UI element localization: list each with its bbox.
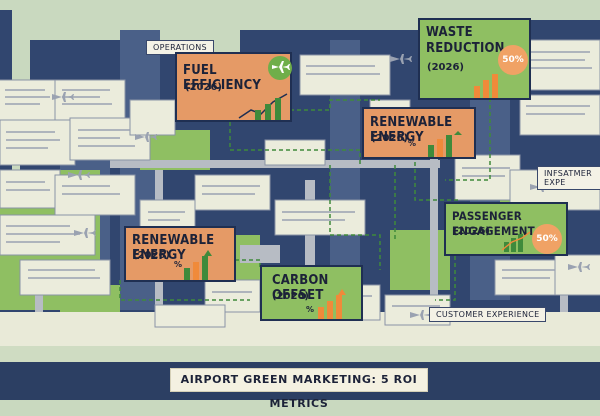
tag-customer-experience: CUSTOMER EXPERIENCE [429,307,547,322]
percent-mark: % [306,305,315,314]
airplane-icon [268,56,292,80]
percent-mark: % [408,139,417,148]
card-renewable-energy-top: RENEWABLE ENERGY (2026) % [362,107,476,159]
card-carbon-offset: CARBON OFFSET (2026) % [260,265,363,321]
bar-chart-icon [184,250,212,280]
percent-badge: 50% [532,224,562,254]
card-passenger-engagement: PASSENGER ENGAGEMENT (2026) 50% [444,202,568,256]
bar-chart-icon [318,289,346,319]
bar-chart-icon [474,74,498,98]
card-year: (2026) [453,226,490,237]
card-year: (2026) [427,62,464,73]
card-fuel-efficiency: FUEL EFFICIENCY (2026) [175,52,292,122]
airport-infographic-scene: OPERATIONS INFSATMER EXPE CUSTOMER EXPER… [0,10,600,410]
card-title: RENEWABLE ENERGY [370,115,453,145]
card-title: CARBON OFFSET [272,273,329,303]
bar-chart-icon [501,231,531,252]
card-waste-reduction: WASTE REDUCTION (2026) 50% [418,18,531,100]
card-title-line1: WASTE [426,25,473,40]
bar-chart-icon [428,131,462,157]
percent-mark: % [174,260,183,269]
bar-chart-icon [238,93,288,120]
percent-badge: 50% [498,45,528,75]
card-title: RENEWABLE ENERGY [132,233,215,263]
card-renewable-energy-left: RENEWABLE ENERGY (2026) % [124,226,236,282]
tag-infsatmer-expe: INFSATMER EXPE [537,166,600,190]
card-title-line2: REDUCTION [426,41,505,56]
title-panel [170,368,428,392]
card-title: FUEL EFFICIENCY [183,63,262,93]
card-year: (2026) [133,250,170,261]
card-year: (2026) [371,133,408,144]
card-year: (2026) [185,82,222,93]
card-title: PASSENGER ENGAGEMENT [452,209,535,238]
page-title: AIRPORT GREEN MARKETING: 5 ROI METRICS [180,373,418,410]
card-year: (2026) [272,291,309,302]
